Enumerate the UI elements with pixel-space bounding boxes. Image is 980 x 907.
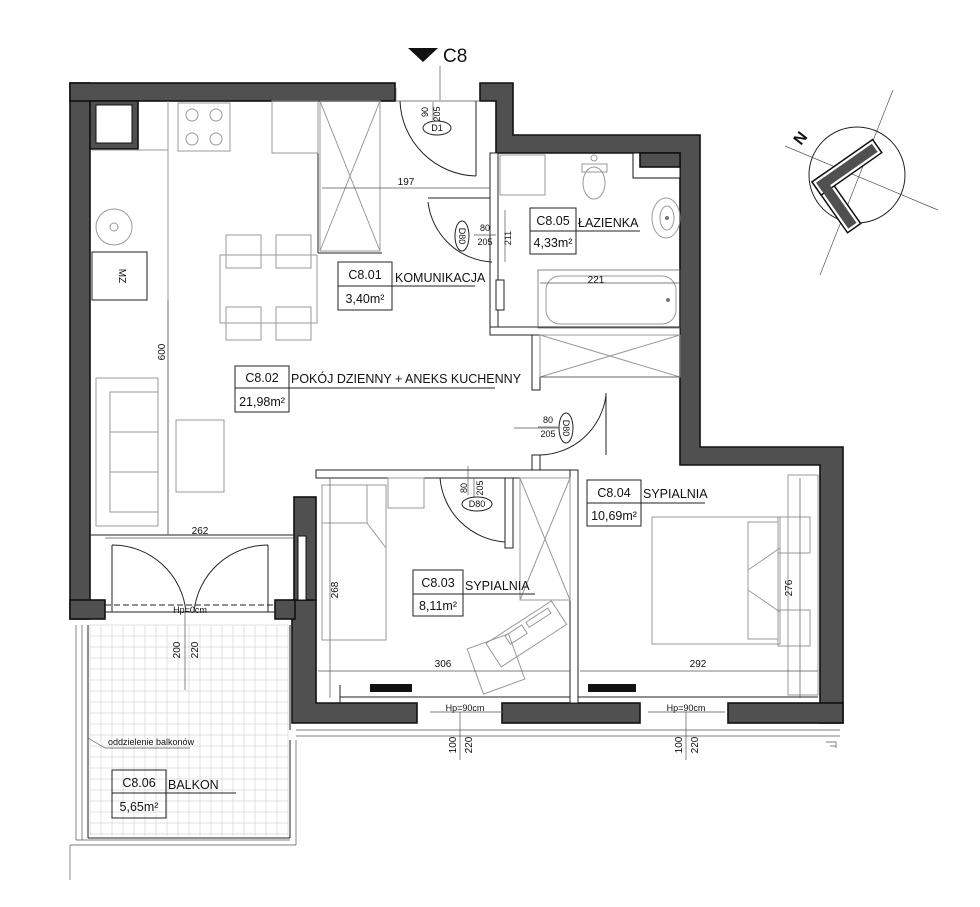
dimension-bedroom3-width: 306	[435, 659, 452, 670]
bedroom4-furniture	[578, 474, 819, 698]
dimension-bedroom3-height: 268	[330, 581, 341, 598]
svg-text:220: 220	[190, 641, 201, 658]
compass-icon: N	[784, 89, 939, 276]
dimension-lines	[105, 66, 818, 698]
dimension-bedroom4-height: 276	[784, 579, 795, 596]
svg-text:205: 205	[432, 106, 442, 121]
room-name: KOMUNIKACJA	[395, 271, 486, 285]
dimension-corridor-width: 197	[398, 177, 415, 188]
dimension-bath-length: 221	[588, 275, 605, 286]
svg-text:Hp=0cm: Hp=0cm	[173, 605, 207, 615]
svg-text:80: 80	[480, 223, 490, 233]
bedroom3-furniture	[321, 477, 571, 703]
svg-text:205: 205	[540, 429, 555, 439]
svg-text:80: 80	[543, 415, 553, 425]
dimension-living-width: 262	[192, 526, 209, 537]
dimension-texts: 197 221 600 262 268 306 292 276	[157, 177, 795, 670]
svg-text:200: 200	[172, 641, 183, 658]
section-marker-label: C8	[443, 46, 467, 67]
compass-north-letter: N	[791, 129, 812, 149]
walls	[69, 82, 844, 724]
dimension-living-height: 600	[157, 343, 168, 360]
room-name: SYPIALNIA	[465, 579, 530, 593]
section-arrow-icon	[408, 48, 438, 62]
door-tag-bathroom: D80 80 205 211	[454, 220, 513, 252]
svg-text:Hp=90cm: Hp=90cm	[446, 703, 485, 713]
svg-text:90: 90	[420, 107, 430, 117]
room-label-c8-06: C8.06 BALKON 5,65m²	[111, 769, 236, 819]
balcony-tiles	[89, 624, 289, 836]
door-tag-label: D1	[431, 123, 443, 133]
partitions	[315, 100, 681, 704]
room-code: C8.03	[421, 576, 454, 590]
openings: Hp=0cm 200 220 Hp=90cm 100 220 Hp=90cm 1…	[172, 605, 705, 753]
room-code: C8.04	[597, 486, 630, 500]
room-label-c8-01: C8.01 KOMUNIKACJA 3,40m²	[337, 261, 486, 311]
opening-window-bedroom4: Hp=90cm 100 220	[667, 703, 706, 753]
room-area: 10,69m²	[591, 509, 637, 523]
door-tag-d1: 90 205 D1	[420, 102, 452, 136]
room-label-c8-04: C8.04 SYPIALNIA 10,69m²	[586, 479, 708, 527]
svg-text:220: 220	[464, 736, 475, 753]
dimension-bedroom4-width: 292	[690, 659, 707, 670]
bathroom-fixtures	[495, 154, 681, 329]
room-code: C8.06	[122, 776, 155, 790]
room-name: ŁAZIENKA	[578, 216, 639, 230]
svg-text:Hp=90cm: Hp=90cm	[667, 703, 706, 713]
room-label-c8-02: C8.02 POKÓJ DZIENNY + ANEKS KUCHENNY 21,…	[234, 365, 522, 413]
balcony-separation-note: oddzielenie balkonów	[108, 737, 195, 747]
room-code: C8.01	[348, 268, 381, 282]
door-tag-label: D80	[469, 499, 486, 509]
room-code: C8.05	[536, 214, 569, 228]
door-tag-bedroom3: 80 205 D80	[459, 478, 493, 512]
svg-text:80: 80	[459, 483, 469, 493]
door-tag-label: D80	[561, 420, 571, 437]
room-area: 21,98m²	[239, 395, 285, 409]
balcony-outline	[69, 612, 840, 880]
svg-text:220: 220	[690, 736, 701, 753]
room-name: POKÓJ DZIENNY + ANEKS KUCHENNY	[291, 371, 522, 386]
room-label-c8-03: C8.03 SYPIALNIA 8,11m²	[412, 569, 535, 617]
room-label-c8-05: C8.05 ŁAZIENKA 4,33m²	[529, 207, 640, 255]
room-code: C8.02	[245, 371, 278, 385]
door-tags: 90 205 D1 D80 80 205 211 80 205 D80 80 2…	[420, 102, 574, 512]
svg-text:205: 205	[477, 237, 492, 247]
door-tag-bedroom4: 80 205 D80	[538, 412, 574, 444]
corridor-wardrobe	[539, 334, 681, 378]
door-tag-label: D80	[457, 228, 467, 245]
room-labels: C8.01 KOMUNIKACJA 3,40m² C8.02 POKÓJ DZI…	[111, 207, 708, 819]
opening-window-bedroom3: Hp=90cm 100 220	[446, 703, 485, 753]
room-area: 3,40m²	[346, 292, 385, 306]
opening-balcony-door: Hp=0cm 200 220	[172, 605, 207, 658]
section-marker: C8	[408, 46, 467, 67]
svg-text:100: 100	[448, 736, 459, 753]
svg-text:100: 100	[674, 736, 685, 753]
room-area: 5,65m²	[120, 800, 159, 814]
room-name: BALKON	[168, 778, 219, 792]
svg-text:205: 205	[475, 480, 485, 495]
room-name: SYPIALNIA	[643, 487, 708, 501]
room-area: 8,11m²	[419, 599, 457, 613]
room-area: 4,33m²	[534, 236, 573, 250]
fridge-label: MZ	[116, 269, 127, 283]
svg-text:211: 211	[503, 231, 513, 245]
doors	[395, 88, 607, 543]
